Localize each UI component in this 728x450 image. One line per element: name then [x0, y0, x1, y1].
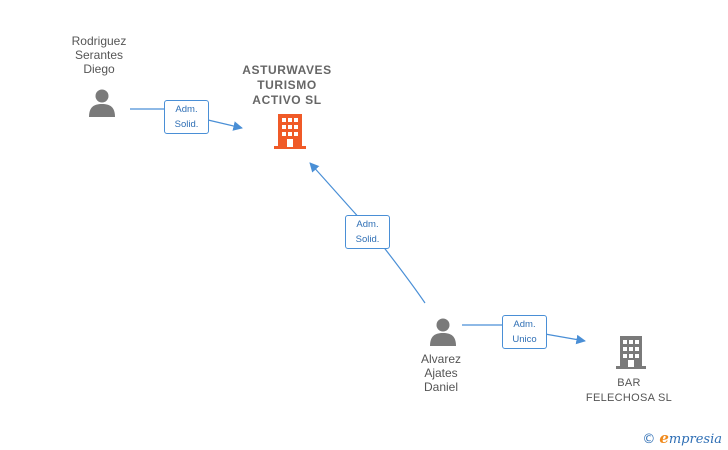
role-badge-alvarez-bar[interactable]: Adm. Unico [502, 315, 547, 349]
person-name-rodriguez: Rodriguez Serantes Diego [71, 34, 127, 76]
person-name-alvarez: Alvarez Ajates Daniel [420, 352, 461, 394]
building-icon[interactable] [274, 114, 306, 150]
person-icon[interactable] [87, 88, 117, 118]
empresia-logo[interactable]: ©empresia [642, 429, 722, 447]
company-name-asturwaves[interactable]: ASTURWAVES TURISMO ACTIVO SL [242, 63, 332, 107]
role-badge-rodriguez[interactable]: Adm. Solid. [164, 100, 209, 134]
company-name-bar-felechosa[interactable]: BAR FELECHOSA SL [585, 377, 673, 404]
copyright-symbol: © [642, 432, 656, 447]
brand-name: mpresia [668, 432, 722, 447]
person-icon[interactable] [428, 317, 458, 347]
brand-initial: e [659, 429, 669, 447]
building-icon[interactable] [616, 336, 646, 370]
role-badge-alvarez-asturwaves[interactable]: Adm. Solid. [345, 215, 390, 249]
